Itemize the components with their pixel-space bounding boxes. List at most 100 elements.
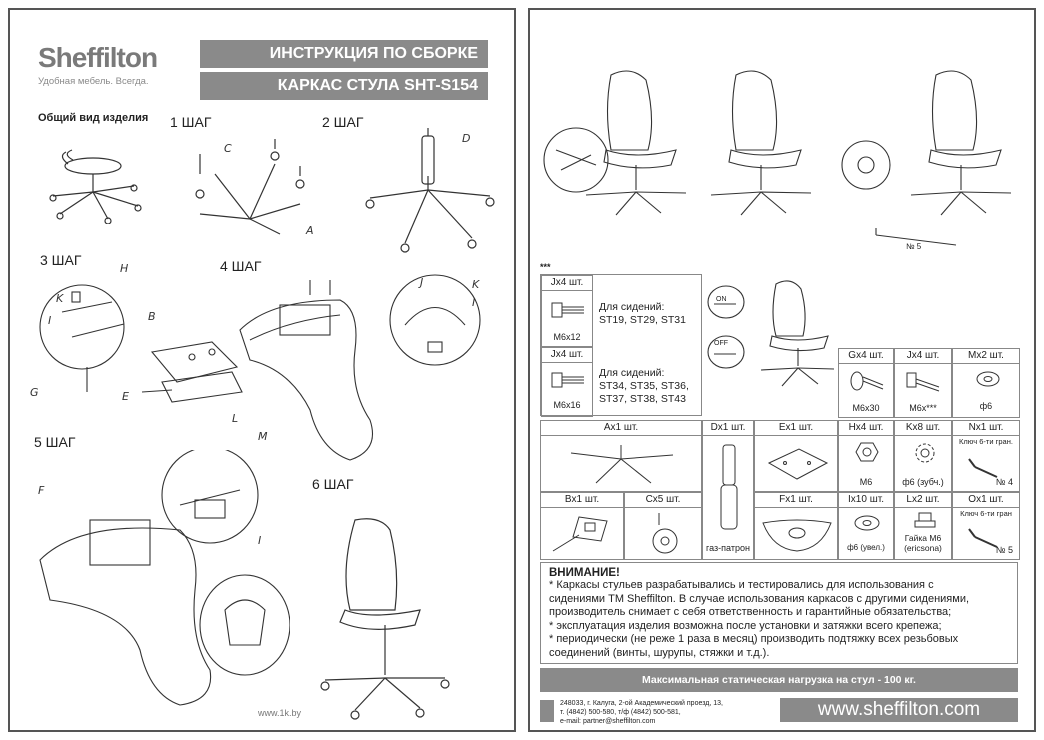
tilt-toggle-drawing: [707, 280, 835, 387]
part-letter-h: H: [120, 262, 129, 275]
part-cell-f: Fx1 шт.: [754, 492, 838, 560]
part-k-label: ф6 (зубч.): [902, 477, 944, 487]
warning-line-6: соединений (винты, шурупы, стяжки и т.д.…: [549, 646, 770, 659]
part-g-header: Gx4 шт.: [839, 349, 893, 364]
height-adjust-drawing: [543, 70, 1012, 246]
seat-row-2-line-2: ST34, ST35, ST36,: [599, 380, 689, 392]
warning-line-4: * эксплуатация изделия возможна после ус…: [549, 619, 942, 632]
part-cell-g: Gx4 шт. M6x30: [838, 348, 894, 418]
part-d-header: Dx1 шт.: [703, 421, 753, 436]
part-i-label: ф6 (увел.): [847, 543, 885, 552]
part-n-extra: Ключ 6-ти гран.: [959, 437, 1013, 446]
part-letter-j: J: [420, 276, 424, 289]
seat-row-1-header: Jx4 шт.: [542, 276, 592, 291]
company-address: 248033, г. Калуга, 2-ой Академический пр…: [560, 699, 723, 726]
part-cell-e: Ex1 шт.: [754, 420, 838, 492]
part-letter-e: E: [122, 390, 129, 403]
lock-washer-icon: [915, 443, 935, 463]
left-page: Sheffilton Удобная мебель. Всегда. ИНСТР…: [8, 8, 516, 732]
brand-name: Sheffilton: [38, 42, 158, 73]
seat-row-1-line-2: ST19, ST29, ST31: [599, 314, 686, 326]
step-2-drawing: [365, 128, 495, 253]
part-g-label: M6x30: [852, 403, 880, 413]
title-model: КАРКАС СТУЛА SHT-S154: [200, 72, 488, 100]
part-cell-m: Mx2 шт. ф6: [952, 348, 1020, 418]
part-h-header: Hx4 шт.: [839, 421, 893, 436]
toggle-off-label: OFF: [714, 340, 728, 347]
part-cell-j: Jx4 шт. M6x***: [894, 348, 952, 418]
warning-line-1: * Каркасы стульев разрабатывались и тест…: [549, 579, 934, 591]
part-m-label: ф6: [979, 401, 993, 411]
step-1-label: 1 ШАГ: [170, 114, 212, 130]
right-page: № 5 *** Jx4 шт. M6x12 Для сидений: ST19,…: [528, 8, 1036, 732]
seat-row-1-cell: Jx4 шт. M6x12: [541, 275, 593, 347]
seat-screws-table: Jx4 шт. M6x12 Для сидений: ST19, ST29, S…: [540, 274, 702, 417]
part-letter-c: C: [224, 142, 232, 155]
warning-line-3: производитель снимает с себя ответственн…: [549, 606, 952, 618]
part-m-header: Mx2 шт.: [953, 349, 1019, 364]
part-cell-i: Ix10 шт. ф6 (увел.): [838, 492, 894, 560]
title-assembly: ИНСТРУКЦИЯ ПО СБОРКЕ: [200, 40, 488, 68]
part-cell-a: Ax1 шт.: [540, 420, 702, 492]
seat-row-2-cell: Jx4 шт. M6x16: [541, 347, 593, 417]
part-e-header: Ex1 шт.: [755, 421, 837, 436]
step-4-label: 4 ШАГ: [220, 258, 262, 274]
plate-icon: [767, 448, 829, 480]
part-letter-g: G: [30, 386, 39, 399]
part-n-label: № 4: [995, 477, 1013, 487]
address-marker: [540, 700, 554, 722]
part-cell-b: Bx1 шт.: [540, 492, 624, 560]
bolt-icon: [551, 302, 584, 318]
part-letter-f: F: [38, 484, 45, 497]
part-letter-l: L: [232, 412, 239, 425]
washer-icon: [976, 371, 1000, 387]
seat-row-2-line-1: Для сидений:: [599, 367, 665, 379]
warning-line-2: сидениями ТМ Sheffilton. В случае исполь…: [549, 592, 970, 605]
screw-icon: [850, 371, 884, 391]
toggle-on-label: ON: [716, 296, 727, 303]
part-letter-m: M: [258, 430, 268, 443]
part-h-label: M6: [859, 477, 873, 487]
part-l-header: Lx2 шт.: [895, 493, 951, 508]
website-link[interactable]: www.sheffilton.com: [780, 698, 1018, 722]
part-letter-i: I: [48, 314, 52, 327]
warning-title: ВНИМАНИЕ!: [549, 567, 620, 579]
part-letter-k: K: [56, 292, 64, 305]
gas-lift-icon: [720, 444, 738, 530]
seat-row-2-line-3: ST37, ST38, ST43: [599, 393, 686, 405]
seat-cover-icon: [762, 519, 832, 552]
washer-icon: [854, 515, 880, 531]
part-cell-c: Cx5 шт.: [624, 492, 702, 560]
bolt-icon: [551, 372, 584, 388]
max-load-banner: Максимальная статическая нагрузка на сту…: [540, 668, 1018, 692]
seat-row-1-text: Для сидений: ST19, ST29, ST31: [599, 301, 686, 327]
part-c-header: Cx5 шт.: [625, 493, 701, 508]
watermark: www.1k.by: [258, 708, 302, 718]
seat-row-2-header: Jx4 шт.: [542, 348, 592, 363]
step-3-label: 3 ШАГ: [40, 252, 82, 268]
part-n-header: Nx1 шт.: [953, 421, 1019, 436]
seat-row-2-text: Для сидений: ST34, ST35, ST36, ST37, ST3…: [599, 367, 689, 406]
part-o-extra: Ключ 6-ти гран: [960, 509, 1012, 518]
mechanism-icon: [552, 516, 608, 552]
part-letter-b: B: [148, 310, 156, 323]
seat-row-2-size: M6x16: [553, 400, 581, 410]
part-cell-d: Dx1 шт. газ-патрон: [702, 420, 754, 560]
part-cell-h: Hx4 шт. M6: [838, 420, 894, 492]
part-cell-o: Ox1 шт. Ключ 6-ти гран № 5: [952, 492, 1020, 560]
part-cell-l: Lx2 шт. Гайка M6 (ericsona): [894, 492, 952, 560]
step-6-drawing: [320, 518, 450, 720]
step-5-label: 5 ШАГ: [34, 434, 76, 450]
part-f-header: Fx1 шт.: [755, 493, 837, 508]
part-letter-k-2: K: [472, 278, 480, 291]
address-line-2: т. (4842) 500-580, т/ф (4842) 500-581,: [560, 709, 681, 716]
part-d-label: газ-патрон: [706, 543, 750, 553]
insert-nut-icon: [914, 512, 936, 528]
part-l-label: Гайка M6 (ericsona): [904, 533, 942, 553]
tool-no5-label: № 5: [906, 242, 922, 251]
step-6-label: 6 ШАГ: [312, 476, 354, 492]
overview-chair-drawing: [49, 149, 142, 224]
address-line-1: 248033, г. Калуга, 2-ой Академический пр…: [560, 700, 723, 707]
part-b-header: Bx1 шт.: [541, 493, 623, 508]
stars-note: ***: [540, 262, 551, 272]
